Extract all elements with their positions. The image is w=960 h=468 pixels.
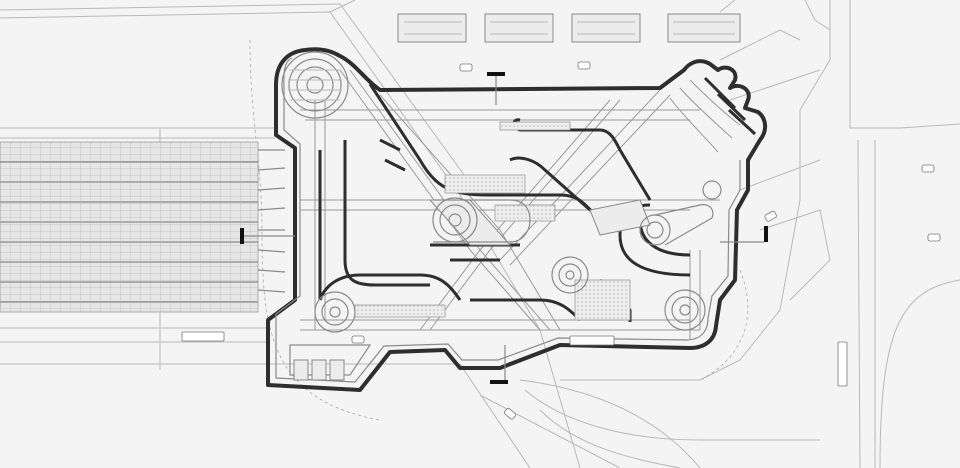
roundabout-right bbox=[639, 204, 714, 246]
roundabout-top-left bbox=[281, 51, 349, 119]
section-marker-bottom bbox=[490, 345, 508, 384]
roundabout-center bbox=[432, 197, 531, 243]
section-marker-top bbox=[487, 72, 505, 105]
vehicles bbox=[181, 61, 941, 420]
parking-bays-top bbox=[397, 13, 741, 43]
building-outline bbox=[266, 47, 767, 392]
roundabout-bottom-right bbox=[664, 289, 706, 331]
section-markers bbox=[240, 72, 768, 384]
roundabout-lower-center bbox=[551, 256, 589, 294]
roundabout-bottom-left bbox=[314, 291, 356, 333]
rail-platform-grid bbox=[0, 141, 286, 313]
section-marker-left bbox=[240, 228, 295, 244]
section-marker-right bbox=[720, 226, 768, 243]
roundabouts bbox=[281, 51, 722, 333]
